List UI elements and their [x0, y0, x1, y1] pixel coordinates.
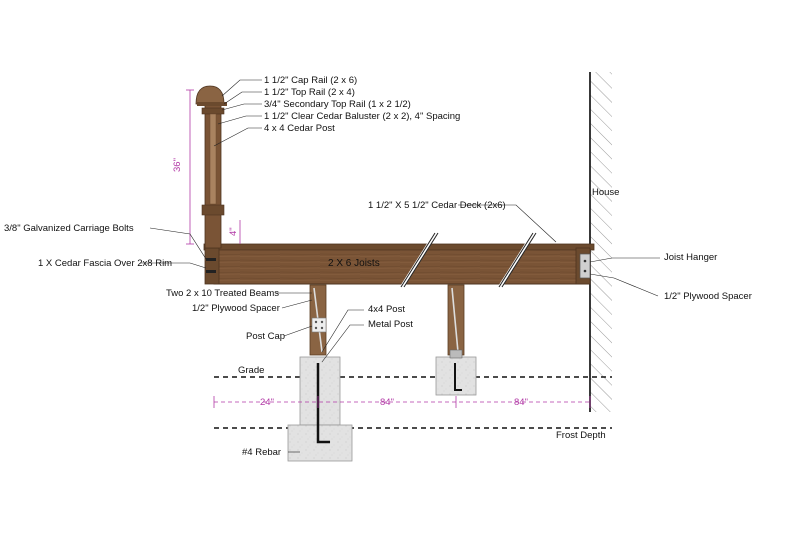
joist-band: 2 X 6 Joists: [203, 231, 595, 289]
top-rail-label: 1 1/2" Top Rail (2 x 4): [264, 87, 355, 98]
callouts-right: 1 1/2" X 5 1/2" Cedar Deck (2x6) Joist H…: [368, 200, 752, 302]
svg-text:4": 4": [228, 227, 239, 236]
svg-text:36": 36": [172, 158, 183, 172]
frost-depth-label: Frost Depth: [556, 430, 606, 441]
metal-post-label: Metal Post: [368, 319, 413, 330]
dim-rail-height: 36": [172, 89, 194, 245]
callouts-center: 4x4 Post Metal Post #4 Rebar: [242, 304, 413, 458]
svg-text:84": 84": [514, 397, 528, 408]
plywood-spacer-beam-label: 1/2" Plywood Spacer: [192, 303, 280, 314]
cap-rail-label: 1 1/2" Cap Rail (2 x 6): [264, 75, 357, 86]
baluster-label: 1 1/2" Clear Cedar Baluster (2 x 2), 4" …: [264, 111, 460, 122]
svg-text:84": 84": [380, 397, 394, 408]
joist-hanger-label: Joist Hanger: [664, 252, 717, 263]
rebar-right: [454, 363, 462, 391]
secondary-top-rail-label: 3/4" Secondary Top Rail (1 x 2 1/2): [264, 99, 411, 110]
rebar-label: #4 Rebar: [242, 447, 281, 458]
footing-left: [287, 356, 353, 462]
dim-spans: 24" 84" 84": [213, 396, 591, 408]
beams-label: Two 2 x 10 Treated Beams: [166, 288, 279, 299]
carriage-bolts: [206, 258, 216, 273]
plywood-spacer-house-label: 1/2" Plywood Spacer: [664, 291, 752, 302]
rebar-left: [316, 363, 330, 444]
railing-assembly: [195, 85, 227, 249]
post-4x4-label: 4x4 Post: [368, 304, 405, 315]
svg-text:24": 24": [260, 397, 274, 408]
post-left: [309, 284, 327, 356]
house-wall: House: [589, 72, 619, 412]
grade-label: Grade: [238, 365, 264, 376]
dim-gap: 4": [228, 220, 241, 244]
post-cap-label: Post Cap: [246, 331, 285, 342]
deck-boards-label: 1 1/2" X 5 1/2" Cedar Deck (2x6): [368, 200, 506, 211]
joists-label: 2 X 6 Joists: [328, 258, 380, 269]
cedar-post-label: 4 x 4 Cedar Post: [264, 123, 335, 134]
post-right: [447, 284, 465, 359]
house-label: House: [592, 187, 619, 198]
callouts-left: 3/8" Galvanized Carriage Bolts 1 X Cedar…: [4, 223, 313, 342]
joist-hanger: [579, 253, 591, 279]
fascia-label: 1 X Cedar Fascia Over 2x8 Rim: [38, 258, 172, 269]
carriage-bolts-label: 3/8" Galvanized Carriage Bolts: [4, 223, 134, 234]
callouts-rail: 1 1/2" Cap Rail (2 x 6) 1 1/2" Top Rail …: [213, 75, 460, 147]
